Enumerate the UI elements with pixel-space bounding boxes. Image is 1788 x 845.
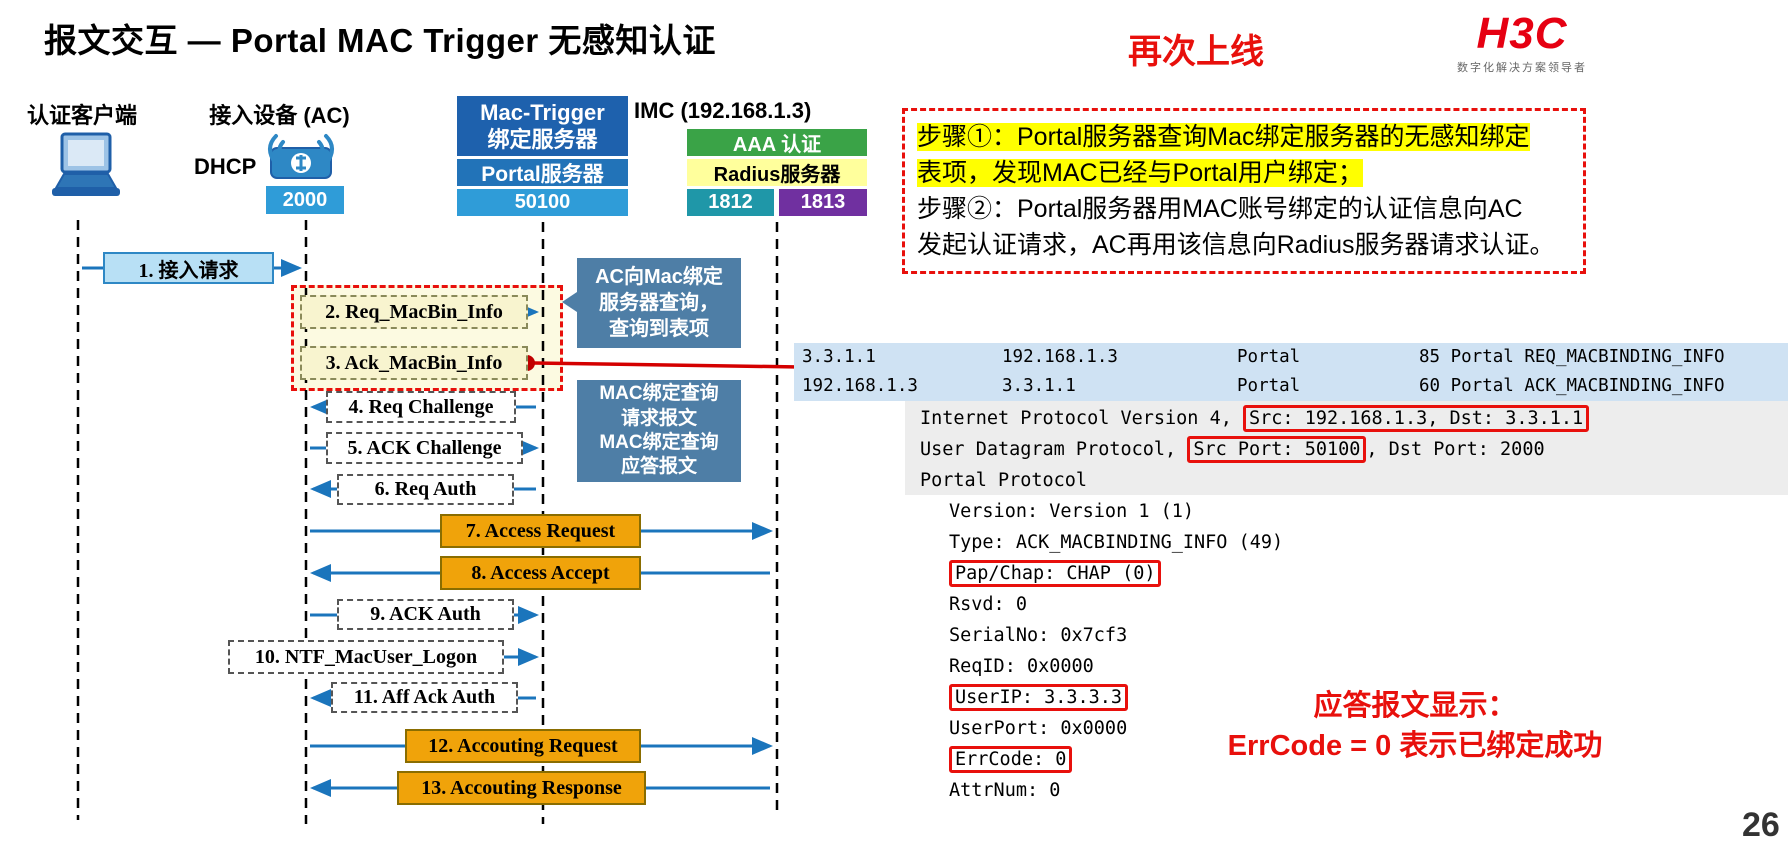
packet-protocol: Portal xyxy=(1237,347,1301,367)
step-line-3: 步骤②：Portal服务器用MAC账号绑定的认证信息向AC xyxy=(917,195,1523,223)
portal-role-box: Portal服务器 xyxy=(457,159,628,186)
status-label: 再次上线 xyxy=(1128,33,1264,71)
radius-acct-port-badge: 1813 xyxy=(779,189,867,216)
message-10: 10. NTF_MacUser_Logon xyxy=(228,640,504,674)
detail-line-2: User Datagram Protocol, Src Port: 50100,… xyxy=(920,434,1589,465)
h3c-logo-text: H3C xyxy=(1476,9,1568,58)
message-13: 13. Accouting Response xyxy=(397,771,646,805)
highlight-src-dst: Src: 192.168.1.3, Dst: 3.3.1.1 xyxy=(1243,405,1590,432)
dhcp-label: DHCP xyxy=(194,154,257,179)
step-line-4: 发起认证请求，AC再用该信息向Radius服务器请求认证。 xyxy=(917,231,1555,259)
packet-row[interactable]: 192.168.1.3 3.3.1.1 Portal 60 Portal ACK… xyxy=(794,372,1788,401)
message-3: 3. Ack_MacBin_Info xyxy=(300,346,528,380)
detail-line-9: ReqID: 0x0000 xyxy=(949,656,1094,677)
packet-src: 192.168.1.3 xyxy=(802,376,918,396)
packet-row[interactable]: 3.3.1.1 192.168.1.3 Portal 85 Portal REQ… xyxy=(794,343,1788,372)
packet-info: 60 Portal ACK_MACBINDING_INFO xyxy=(1419,376,1725,396)
step-line-2: 表项，发现MAC已经与Portal用户绑定； xyxy=(917,159,1363,187)
message-8: 8. Access Accept xyxy=(440,556,641,590)
message-4: 4. Req Challenge xyxy=(326,391,516,423)
message-5: 5. ACK Challenge xyxy=(326,432,523,464)
message-1: 1. 接入请求 xyxy=(103,252,274,284)
portal-port-badge: 50100 xyxy=(457,189,628,216)
annotation-line-2: ErrCode = 0 表示已绑定成功 xyxy=(1227,730,1603,762)
packet-detail: Internet Protocol Version 4, Src: 192.16… xyxy=(920,403,1590,806)
detail-line-10: UserIP: 3.3.3.3 xyxy=(949,682,1589,713)
detail-line-4: Version: Version 1 (1) xyxy=(949,501,1195,522)
imc-label: IMC (192.168.1.3) xyxy=(634,98,812,123)
highlight-errcode: ErrCode: 0 xyxy=(949,746,1073,773)
message-12: 12. Accouting Request xyxy=(405,729,641,763)
packet-protocol: Portal xyxy=(1237,376,1301,396)
detail-line-8: SerialNo: 0x7cf3 xyxy=(949,625,1128,646)
packet-dst: 192.168.1.3 xyxy=(1002,347,1118,367)
message-2: 2. Req_MacBin_Info xyxy=(300,295,528,329)
access-controller-icon xyxy=(268,134,334,179)
packet-src: 3.3.1.1 xyxy=(802,347,876,367)
message-9: 9. ACK Auth xyxy=(337,599,514,630)
laptop-icon xyxy=(52,132,120,196)
radius-role-box: Radius服务器 xyxy=(687,159,867,186)
callout-packets: MAC绑定查询 请求报文 MAC绑定查询 应答报文 xyxy=(577,380,741,482)
step-line-1: 步骤①：Portal服务器查询Mac绑定服务器的无感知绑定 xyxy=(917,123,1530,151)
highlight-pap-chap: Pap/Chap: CHAP (0) xyxy=(949,560,1162,587)
message-6: 6. Req Auth xyxy=(337,474,514,505)
h3c-logo-tagline: 数字化解决方案领导者 xyxy=(1457,62,1587,74)
radius-auth-port-badge: 1812 xyxy=(687,189,774,216)
h3c-logo: H3C 数字化解决方案领导者 xyxy=(1442,12,1602,75)
ac-port-badge: 2000 xyxy=(266,186,344,214)
packet-list: 3.3.1.1 192.168.1.3 Portal 85 Portal REQ… xyxy=(794,343,1788,401)
page-number: 26 xyxy=(1742,806,1780,844)
highlight-user-ip: UserIP: 3.3.3.3 xyxy=(949,684,1129,711)
red-connector-line xyxy=(533,361,801,369)
page-title: 报文交互 — Portal MAC Trigger 无感知认证 xyxy=(44,22,716,59)
packet-info: 85 Portal REQ_MACBINDING_INFO xyxy=(1419,347,1725,367)
detail-line-13: AttrNum: 0 xyxy=(949,780,1061,801)
detail-line-3: Portal Protocol xyxy=(920,470,1088,491)
detail-line-11: UserPort: 0x0000 xyxy=(949,718,1128,739)
aaa-auth-badge: AAA 认证 xyxy=(687,129,867,156)
detail-line-6: Pap/Chap: CHAP (0) xyxy=(949,558,1589,589)
detail-line-1: Internet Protocol Version 4, Src: 192.16… xyxy=(920,403,1590,434)
portal-server-box: Mac-Trigger 绑定服务器 xyxy=(457,96,628,156)
detail-line-5: Type: ACK_MACBINDING_INFO (49) xyxy=(949,532,1284,553)
actor-ac-label: 接入设备 (AC) xyxy=(209,103,350,128)
packet-dst: 3.3.1.1 xyxy=(1002,376,1076,396)
message-7: 7. Access Request xyxy=(440,514,641,548)
callout-query: AC向Mac绑定 服务器查询， 查询到表项 xyxy=(562,258,741,348)
annotation: 应答报文显示： ErrCode = 0 表示已绑定成功 xyxy=(1185,686,1645,766)
detail-gray-band xyxy=(905,400,1788,495)
message-11: 11. Aff Ack Auth xyxy=(331,682,518,713)
detail-line-7: Rsvd: 0 xyxy=(949,594,1027,615)
detail-line-12: ErrCode: 0 xyxy=(949,744,1589,775)
steps-box: 步骤①：Portal服务器查询Mac绑定服务器的无感知绑定 表项，发现MAC已经… xyxy=(902,108,1586,274)
annotation-line-1: 应答报文显示： xyxy=(1313,690,1517,722)
actor-client-label: 认证客户端 xyxy=(26,103,137,128)
highlight-src-port: Src Port: 50100 xyxy=(1187,436,1367,463)
